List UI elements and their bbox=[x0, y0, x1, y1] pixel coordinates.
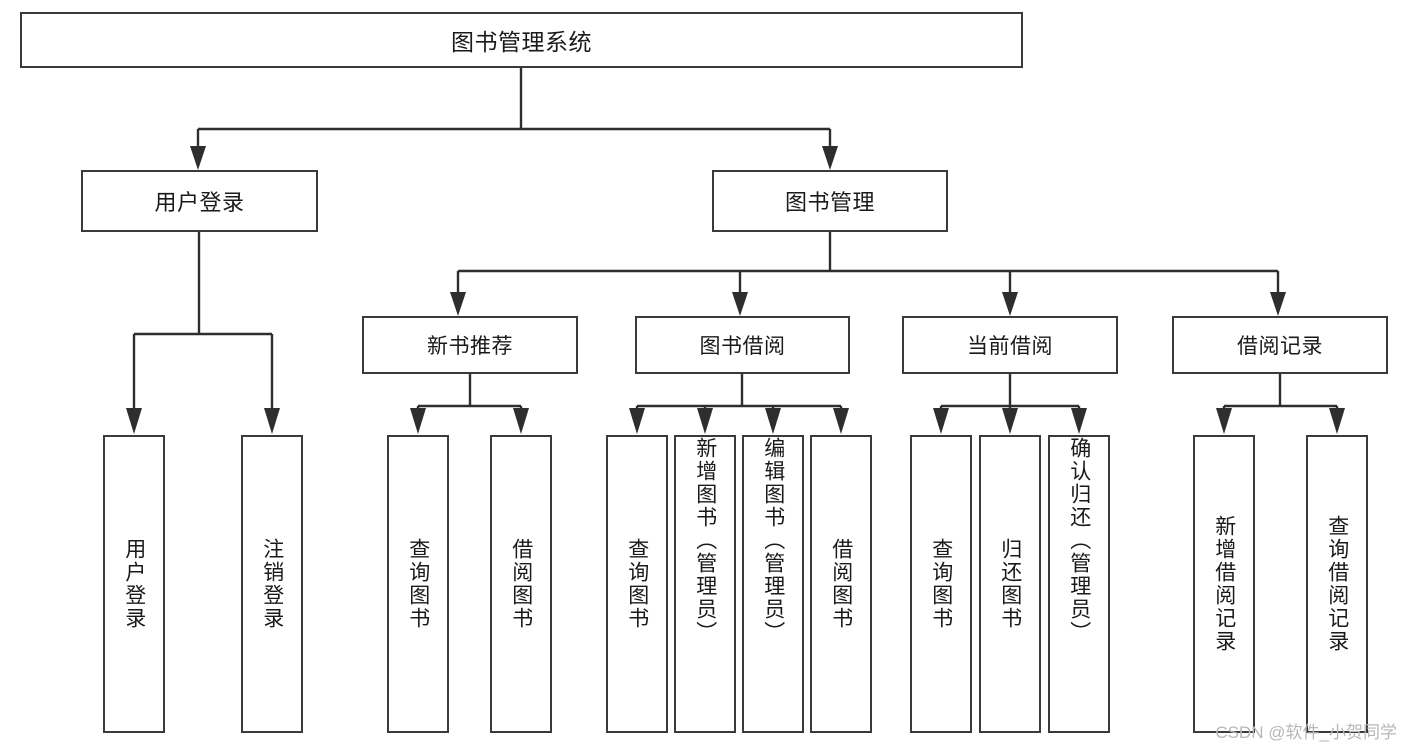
node-new-book-recommend-label: 新书推荐 bbox=[427, 335, 513, 358]
node-root-label: 图书管理系统 bbox=[451, 29, 592, 55]
leaf-borrow-book-1-label: 借阅图书 bbox=[509, 538, 533, 630]
leaf-query-book-3-label: 查询图书 bbox=[929, 538, 953, 630]
arrowhead-cb-b bbox=[1002, 408, 1018, 434]
node-current-borrow-label: 当前借阅 bbox=[967, 335, 1053, 358]
leaf-return-book[interactable]: 归还图书 bbox=[979, 435, 1041, 733]
leaf-borrow-book-1[interactable]: 借阅图书 bbox=[490, 435, 552, 733]
leaf-add-record-label: 新增借阅记录 bbox=[1212, 515, 1236, 653]
node-book-manage[interactable]: 图书管理 bbox=[712, 170, 948, 232]
arrowhead-bb-a bbox=[629, 408, 645, 434]
arrowhead-cb-c bbox=[1071, 408, 1087, 434]
arrowhead-bb-c bbox=[765, 408, 781, 434]
leaf-query-book-2[interactable]: 查询图书 bbox=[606, 435, 668, 733]
leaf-edit-book[interactable]: 编辑图书（管理员） bbox=[742, 435, 804, 733]
leaf-query-book-2-label: 查询图书 bbox=[625, 538, 649, 630]
arrowhead-bb-b bbox=[697, 408, 713, 434]
node-current-borrow[interactable]: 当前借阅 bbox=[902, 316, 1118, 374]
arrowhead-current-borrow bbox=[1002, 292, 1018, 316]
arrowhead-book-manage bbox=[822, 146, 838, 170]
arrowhead-new-book bbox=[450, 292, 466, 316]
leaf-borrow-book-2[interactable]: 借阅图书 bbox=[810, 435, 872, 733]
leaf-query-record-label: 查询借阅记录 bbox=[1325, 515, 1349, 653]
leaf-user-login-label: 用户登录 bbox=[122, 538, 146, 630]
leaf-borrow-book-2-label: 借阅图书 bbox=[829, 538, 853, 630]
node-book-borrow-label: 图书借阅 bbox=[699, 335, 786, 358]
arrowhead-leaf-logout bbox=[264, 408, 280, 434]
arrowhead-cb-a bbox=[933, 408, 949, 434]
arrowhead-nb-b bbox=[513, 408, 529, 434]
leaf-user-login[interactable]: 用户登录 bbox=[103, 435, 165, 733]
leaf-query-record[interactable]: 查询借阅记录 bbox=[1306, 435, 1368, 733]
leaf-query-book-1[interactable]: 查询图书 bbox=[387, 435, 449, 733]
arrowhead-leaf-user-login bbox=[126, 408, 142, 434]
leaf-return-book-label: 归还图书 bbox=[998, 538, 1022, 630]
node-borrow-record-label: 借阅记录 bbox=[1237, 335, 1323, 358]
leaf-query-book-1-label: 查询图书 bbox=[406, 538, 430, 630]
arrowhead-user-login bbox=[190, 146, 206, 170]
leaf-confirm-return-label: 确认归还（管理员） bbox=[1067, 437, 1091, 644]
node-borrow-record[interactable]: 借阅记录 bbox=[1172, 316, 1388, 374]
node-user-login-label: 用户登录 bbox=[154, 190, 245, 215]
csdn-watermark: CSDN @软件_小贺同学 bbox=[1215, 723, 1397, 742]
arrowhead-bb-d bbox=[833, 408, 849, 434]
leaf-logout[interactable]: 注销登录 bbox=[241, 435, 303, 733]
leaf-logout-label: 注销登录 bbox=[260, 538, 284, 630]
leaf-confirm-return[interactable]: 确认归还（管理员） bbox=[1048, 435, 1110, 733]
leaf-query-book-3[interactable]: 查询图书 bbox=[910, 435, 972, 733]
leaf-add-record[interactable]: 新增借阅记录 bbox=[1193, 435, 1255, 733]
arrowhead-br-b bbox=[1329, 408, 1345, 434]
node-book-manage-label: 图书管理 bbox=[784, 190, 875, 215]
arrowhead-book-borrow bbox=[732, 292, 748, 316]
leaf-add-book-label: 新增图书（管理员） bbox=[693, 437, 717, 644]
node-user-login[interactable]: 用户登录 bbox=[81, 170, 318, 232]
arrowhead-borrow-record bbox=[1270, 292, 1286, 316]
leaf-add-book[interactable]: 新增图书（管理员） bbox=[674, 435, 736, 733]
arrowhead-nb-a bbox=[410, 408, 426, 434]
node-book-borrow[interactable]: 图书借阅 bbox=[635, 316, 850, 374]
node-root[interactable]: 图书管理系统 bbox=[20, 12, 1023, 68]
node-new-book-recommend[interactable]: 新书推荐 bbox=[362, 316, 578, 374]
arrowhead-br-a bbox=[1216, 408, 1232, 434]
leaf-edit-book-label: 编辑图书（管理员） bbox=[761, 437, 785, 644]
